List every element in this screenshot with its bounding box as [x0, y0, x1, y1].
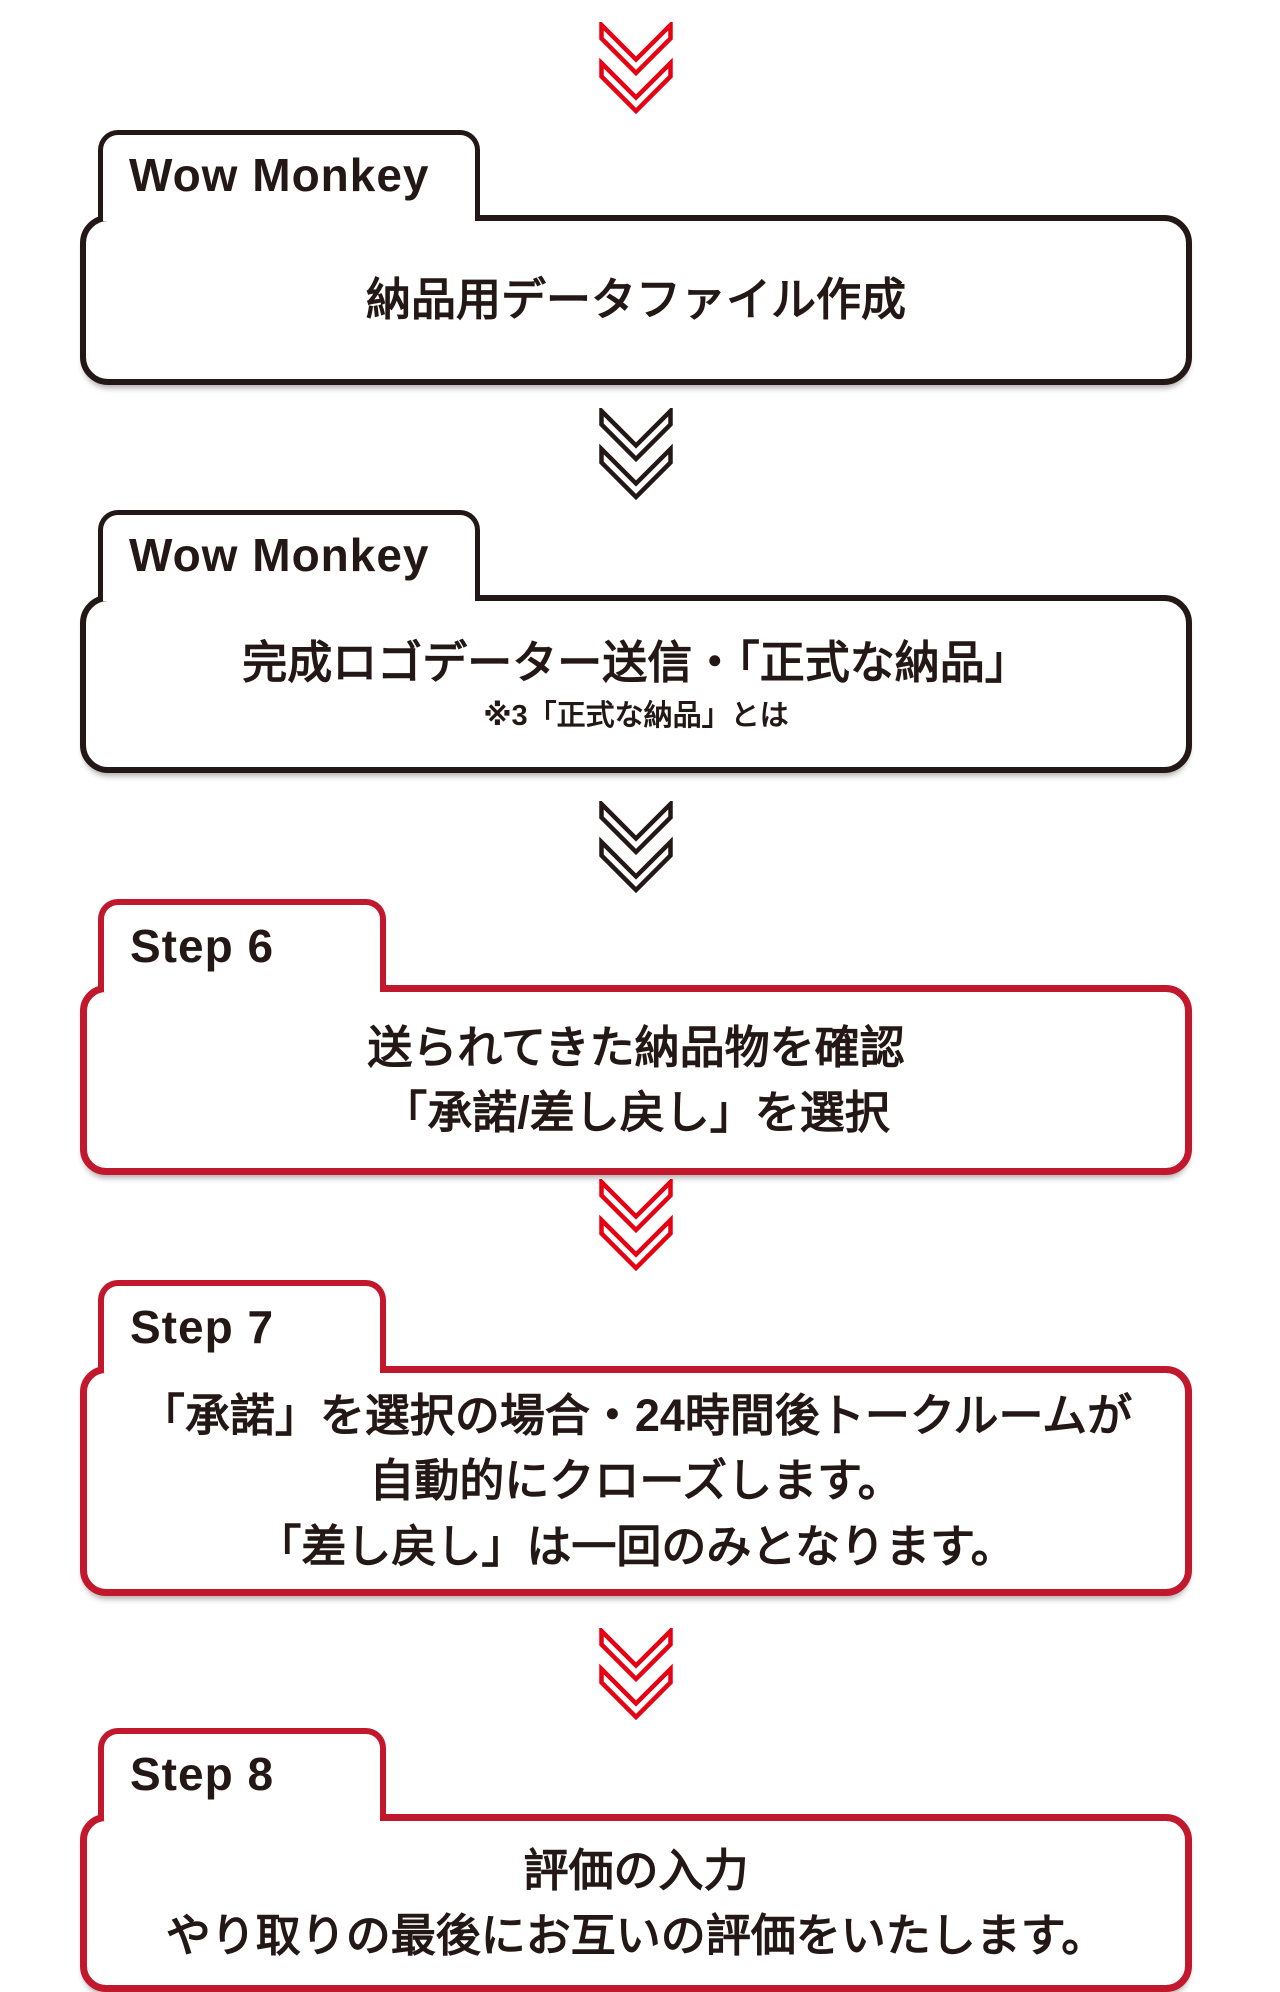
tab-wow-monkey: Wow Monkey [98, 510, 480, 601]
down-chevron-icon [598, 408, 674, 500]
tab-label: Wow Monkey [129, 149, 430, 201]
tab-step-7: Step 7 [98, 1280, 386, 1373]
box-text-line: やり取りの最後にお互いの評価をいたします。 [165, 1909, 1107, 1961]
section-step-8: Step 8 評価の入力 やり取りの最後にお互いの評価をいたします。 [80, 1727, 1192, 1992]
tab-label: Wow Monkey [129, 529, 430, 581]
down-chevron-icon [598, 1627, 674, 1720]
section-wow-monkey-2: Wow Monkey 完成ロゴデーター送信・「正式な納品」 ※3「正式な納品」と… [80, 510, 1192, 773]
tab-step-8: Step 8 [98, 1727, 386, 1821]
box-text-line: 「差し戻し」は一回のみとなります。 [256, 1520, 1016, 1572]
box-text-line: 送られてきた納品物を確認 [367, 1021, 905, 1073]
box-text-line: 評価の入力 [523, 1844, 749, 1896]
box-note-line: ※3「正式な納品」とは [483, 699, 789, 732]
box-text-line: 納品用データファイル作成 [365, 274, 906, 326]
box-final-logo-send: 完成ロゴデーター送信・「正式な納品」 ※3「正式な納品」とは [80, 595, 1192, 773]
box-accept-or-return: 「承諾」を選択の場合・24時間後トークルームが 自動的にクローズします。 「差し… [80, 1366, 1192, 1596]
box-text-line: 自動的にクローズします。 [369, 1455, 903, 1507]
box-text-line: 「承諾」を選択の場合・24時間後トークルームが [139, 1390, 1133, 1441]
section-wow-monkey-1: Wow Monkey 納品用データファイル作成 [80, 130, 1192, 385]
flowchart-column: Wow Monkey 納品用データファイル作成 Wow Monkey 完成ロゴデ… [80, 22, 1192, 1992]
box-text-line: 完成ロゴデーター送信・「正式な納品」 [242, 636, 1030, 688]
section-step-7: Step 7 「承諾」を選択の場合・24時間後トークルームが 自動的にクローズし… [80, 1280, 1192, 1596]
tab-label: Step 8 [130, 1748, 275, 1801]
box-text-line: 「承諾/差し戻し」を選択 [382, 1087, 890, 1138]
tab-wow-monkey: Wow Monkey [98, 130, 480, 221]
tab-label: Step 7 [130, 1300, 275, 1353]
down-chevron-icon [598, 22, 674, 114]
section-step-6: Step 6 送られてきた納品物を確認 「承諾/差し戻し」を選択 [80, 899, 1192, 1175]
down-chevron-icon [598, 1179, 674, 1271]
tab-step-6: Step 6 [98, 899, 386, 992]
box-rating-input: 評価の入力 やり取りの最後にお互いの評価をいたします。 [80, 1813, 1192, 1992]
down-chevron-icon [598, 801, 674, 893]
box-confirm-delivery: 送られてきた納品物を確認 「承諾/差し戻し」を選択 [80, 985, 1192, 1175]
tab-label: Step 6 [130, 919, 275, 972]
box-delivery-data-file: 納品用データファイル作成 [80, 215, 1192, 385]
